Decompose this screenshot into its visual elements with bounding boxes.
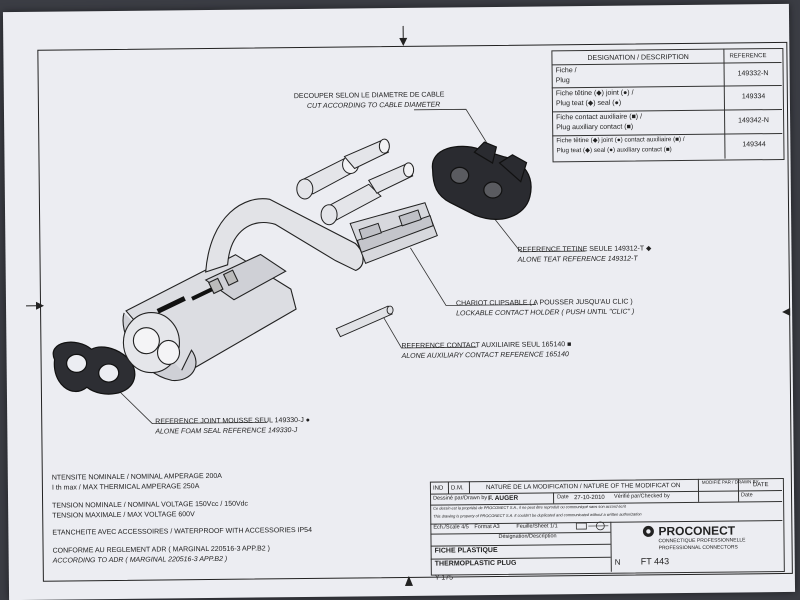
arrow-top-icon	[399, 37, 408, 46]
drawing-sheet: DESIGNATION / DESCRIPTION REFERENCE Fich…	[2, 3, 796, 600]
leader-aux	[380, 312, 477, 349]
tb-company-sub2: PROFESSIONNAL CONNECTORS	[658, 544, 738, 552]
tb-company: PROCONECT	[658, 523, 736, 539]
foam-seal-part	[52, 341, 136, 395]
contact-pins-part	[296, 138, 415, 226]
leader-holder	[410, 247, 537, 306]
tb-n-label: N	[614, 557, 621, 567]
brand-label-mark	[156, 296, 186, 314]
leader-seal	[106, 378, 268, 424]
tb-number: FT 443	[640, 556, 670, 567]
tb-company-sub1: CONNECTIQUE PROFESSIONNELLE	[658, 537, 746, 545]
plug-body-part	[122, 198, 364, 381]
leader-cut	[413, 108, 493, 153]
rubber-teat-part	[432, 141, 532, 220]
exploded-view-drawing	[52, 108, 586, 424]
arrow-right-icon	[782, 307, 791, 316]
leader-teat	[492, 216, 586, 253]
contact-holder-part	[349, 202, 438, 264]
auxiliary-contact-part	[335, 305, 394, 338]
arrow-bottom-icon	[404, 575, 413, 586]
title-block: IND D.M. NATURE DE LA MODIFICATION / NAT…	[3, 4, 789, 582]
proconect-logo-icon	[642, 525, 654, 537]
projection-symbol-icon	[575, 521, 609, 531]
frame-arrows	[26, 25, 791, 586]
arrow-left-icon	[35, 301, 45, 310]
